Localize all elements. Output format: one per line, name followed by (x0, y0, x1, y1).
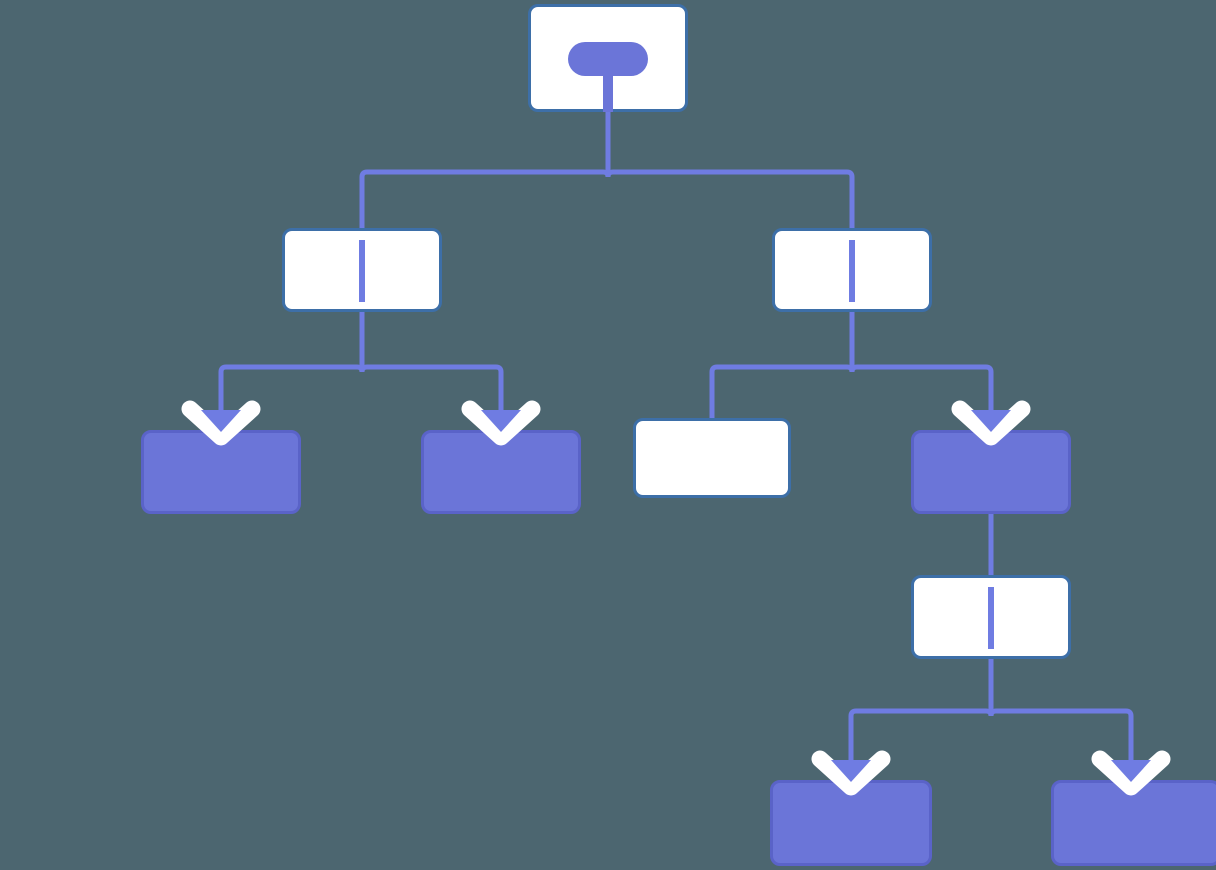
level3-node-a[interactable] (141, 430, 301, 514)
level2-right-node[interactable] (772, 228, 932, 312)
level3-node-d[interactable] (911, 430, 1071, 514)
level4-node[interactable] (911, 575, 1071, 659)
level3-node-c[interactable] (633, 418, 791, 498)
level2-left-node[interactable] (282, 228, 442, 312)
level3-node-b[interactable] (421, 430, 581, 514)
root-stem-connector (603, 66, 613, 112)
level5-left-node[interactable] (770, 780, 932, 866)
level5-right-node[interactable] (1051, 780, 1216, 866)
root-node[interactable] (528, 4, 688, 112)
